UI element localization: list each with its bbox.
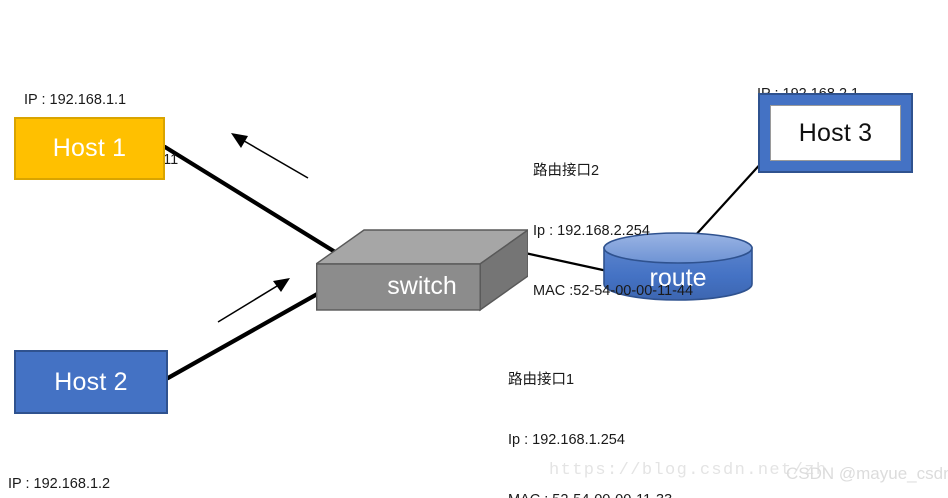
router-if1-ip: Ip : 192.168.1.254 (508, 432, 625, 448)
node-host1[interactable]: Host 1 (14, 117, 165, 180)
router-shape (603, 232, 753, 301)
host3-screen: Host 3 (770, 105, 901, 161)
router-interface1-annotation: 路由接口1 Ip : 192.168.1.254 MAC : 52-54-00-… (508, 330, 672, 498)
router-interface2-annotation: 路由接口2 Ip : 192.168.2.254 MAC :52-54-00-0… (533, 121, 693, 341)
host1-ip-label: IP : 192.168.1.1 (24, 92, 127, 108)
router-if1-name: 路由接口1 (508, 372, 575, 388)
router-label: route (649, 264, 707, 292)
node-host3[interactable]: Host 3 (758, 93, 913, 173)
link-router-host3 (691, 158, 766, 240)
host2-annotation: IP : 192.168.1.2 Mac : 52-54-00-00-11-22 (8, 434, 167, 498)
host2-label: Host 2 (54, 367, 128, 396)
switch-label: switch (387, 272, 457, 300)
router-top-ellipse (603, 232, 753, 264)
node-router[interactable]: route (603, 232, 753, 304)
link-host2-switch (165, 285, 331, 381)
host3-label: Host 3 (798, 118, 873, 147)
router-if2-mac: MAC :52-54-00-00-11-44 (533, 283, 694, 299)
router-if2-name: 路由接口2 (533, 163, 600, 179)
node-switch[interactable]: switch (316, 228, 528, 313)
arrow-to-host1-icon (231, 133, 309, 179)
host2-ip-label: IP : 192.168.1.2 (8, 476, 111, 492)
watermark-csdn: CSDN @mayue_csdn (786, 464, 948, 483)
link-switch-router (523, 251, 614, 274)
watermark-url: https://blog.csdn.net/zh (549, 461, 828, 480)
arrow-to-switch-icon (217, 278, 290, 323)
switch-front-face (316, 263, 481, 311)
link-host1-switch (162, 144, 343, 258)
router-if2-ip: Ip : 192.168.2.254 (533, 223, 650, 239)
node-host2[interactable]: Host 2 (14, 350, 168, 414)
switch-shape (316, 229, 528, 312)
host1-label: Host 1 (52, 134, 127, 162)
router-if1-mac: MAC : 52-54-00-00-11-33 (508, 490, 672, 498)
